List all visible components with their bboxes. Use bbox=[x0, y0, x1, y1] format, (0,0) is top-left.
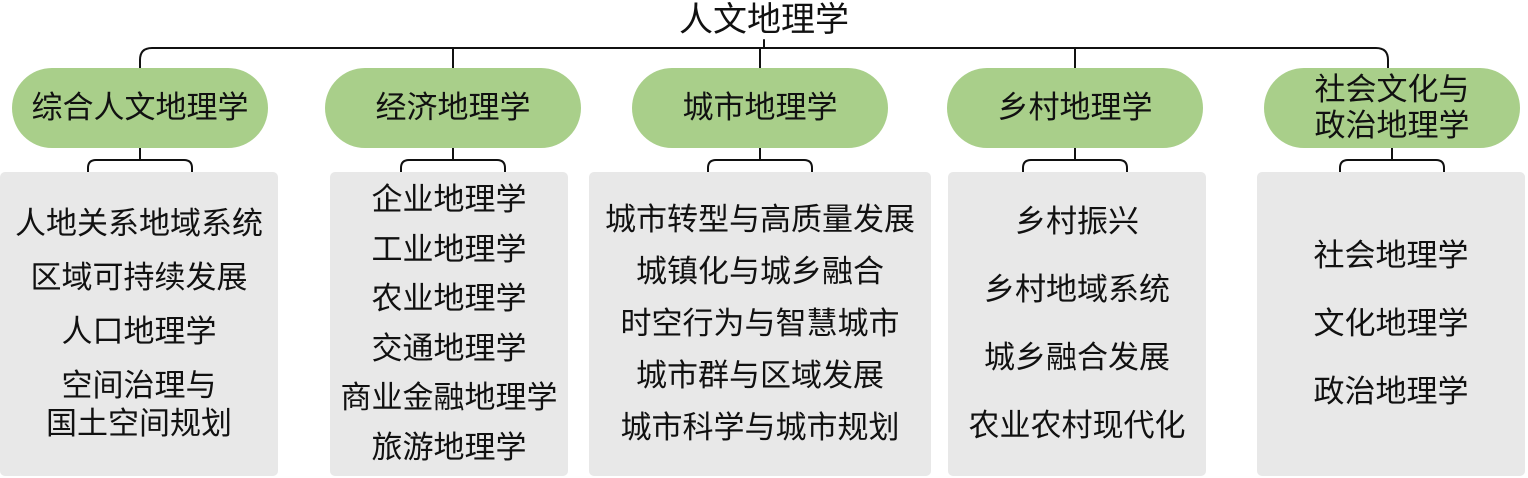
panel-城市地理学: 城市转型与高质量发展 城镇化与城乡融合 时空行为与智慧城市 城市群与区域发展 城… bbox=[589, 172, 931, 476]
top-bracket bbox=[139, 47, 1389, 69]
topic-item: 交通地理学 bbox=[371, 330, 527, 367]
sub-bracket-1 bbox=[400, 147, 506, 173]
topic-item: 人口地理学 bbox=[61, 314, 217, 350]
branch-社会文化与政治地理学: 社会文化与 政治地理学 bbox=[1264, 68, 1520, 148]
topic-item: 城市群与区域发展 bbox=[636, 358, 884, 394]
topic-item: 工业地理学 bbox=[371, 231, 527, 268]
panel-经济地理学: 企业地理学 工业地理学 农业地理学 交通地理学 商业金融地理学 旅游地理学 bbox=[330, 172, 568, 476]
panel-乡村地理学: 乡村振兴 乡村地域系统 城乡融合发展 农业农村现代化 bbox=[948, 172, 1206, 476]
topic-item: 乡村振兴 bbox=[1015, 204, 1139, 240]
topic-item: 农业农村现代化 bbox=[968, 408, 1186, 444]
panel-综合人文地理学: 人地关系地域系统 区域可持续发展 人口地理学 空间治理与 国土空间规划 bbox=[0, 172, 278, 476]
topic-item: 人地关系地域系统 bbox=[15, 206, 263, 242]
sub-bracket-2 bbox=[707, 147, 813, 173]
topic-item: 乡村地域系统 bbox=[984, 272, 1170, 308]
topic-item: 社会地理学 bbox=[1313, 238, 1469, 274]
topic-item: 区域可持续发展 bbox=[30, 260, 248, 296]
sub-bracket-3 bbox=[1022, 147, 1128, 173]
topic-item: 时空行为与智慧城市 bbox=[620, 306, 900, 342]
sub-bracket-0 bbox=[87, 147, 193, 173]
topic-item: 城市转型与高质量发展 bbox=[605, 202, 915, 238]
topic-item: 旅游地理学 bbox=[371, 429, 527, 466]
branch-乡村地理学: 乡村地理学 bbox=[947, 68, 1203, 148]
topic-item: 城乡融合发展 bbox=[984, 340, 1170, 376]
branch-城市地理学: 城市地理学 bbox=[632, 68, 888, 148]
topic-item: 空间治理与 国土空间规划 bbox=[46, 368, 232, 442]
panel-社会文化与政治地理学: 社会地理学 文化地理学 政治地理学 bbox=[1257, 172, 1525, 476]
topic-item: 农业地理学 bbox=[371, 281, 527, 318]
branch-经济地理学: 经济地理学 bbox=[325, 68, 581, 148]
topic-item: 企业地理学 bbox=[371, 182, 527, 218]
topic-item: 商业金融地理学 bbox=[340, 380, 558, 417]
topic-item: 文化地理学 bbox=[1313, 306, 1469, 342]
branch-综合人文地理学: 综合人文地理学 bbox=[12, 68, 268, 148]
topic-item: 城市科学与城市规划 bbox=[620, 410, 900, 446]
topic-item: 政治地理学 bbox=[1313, 374, 1469, 410]
root-title: 人文地理学 bbox=[679, 0, 849, 40]
topic-item: 城镇化与城乡融合 bbox=[636, 254, 884, 290]
sub-bracket-4 bbox=[1339, 147, 1445, 173]
